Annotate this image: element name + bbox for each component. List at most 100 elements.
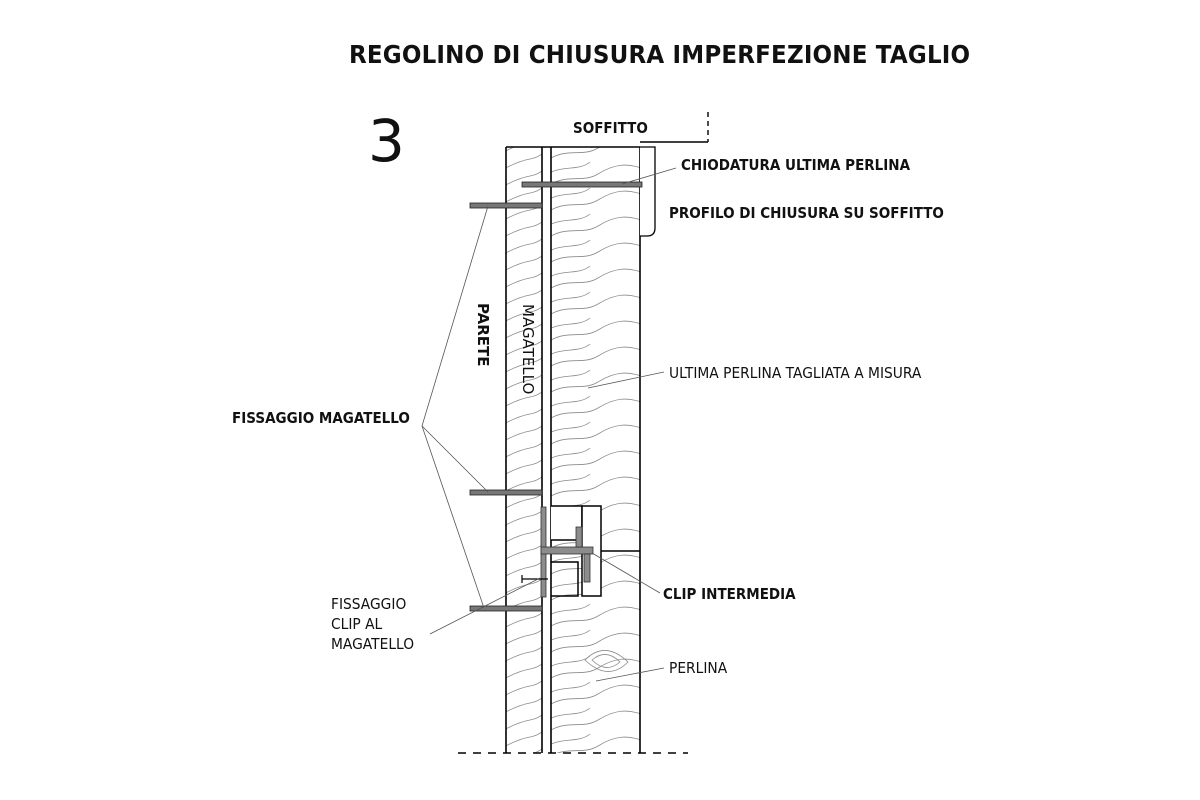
perlina-grain	[545, 147, 646, 786]
wood-grain-line	[506, 476, 542, 492]
drawing-title: REGOLINO DI CHIUSURA IMPERFEZIONE TAGLIO	[349, 40, 971, 69]
wood-grain-line	[551, 684, 640, 705]
wood-grain-line	[551, 294, 640, 315]
wood-grain-line	[506, 680, 542, 696]
screw-bottom	[469, 605, 543, 612]
wood-grain-line	[551, 632, 640, 653]
wood-grain-line	[506, 221, 542, 237]
wood-grain-line	[551, 242, 640, 263]
wood-grain-line	[506, 289, 542, 305]
wood-grain-line	[506, 147, 516, 152]
wood-grain-line	[551, 147, 601, 159]
wood-grain-line	[506, 510, 542, 526]
label-perlina: PERLINA	[669, 659, 728, 677]
last-board-nail	[521, 181, 643, 188]
leader-lines	[421, 167, 677, 682]
wood-grain-line	[506, 374, 542, 390]
magatello-grain	[500, 147, 548, 800]
wood-grain-line	[551, 707, 591, 719]
wood-grain-line	[506, 714, 542, 730]
wood-grain-line	[556, 736, 640, 753]
wood-grain-line	[506, 204, 542, 220]
wood-grain-line	[551, 603, 591, 615]
clip-nail	[521, 575, 548, 583]
wood-grain-line	[506, 646, 542, 662]
label-profilo: PROFILO DI CHIUSURA SU SOFFITTO	[669, 204, 944, 222]
wood-grain-line	[551, 476, 640, 497]
wood-grain-line	[551, 239, 591, 251]
wood-grain-line	[506, 187, 542, 203]
wood-grain-line	[545, 763, 646, 786]
screw-top	[469, 202, 543, 209]
label-chiodatura: CHIODATURA ULTIMA PERLINA	[681, 156, 911, 174]
wood-grain-line	[551, 213, 591, 225]
wood-grain-line	[551, 710, 640, 731]
wood-grain-line	[551, 317, 591, 329]
wood-grain-line	[506, 731, 542, 747]
wood-grain-line	[506, 153, 542, 169]
wood-grain-line	[551, 291, 591, 303]
wood-grain-line	[551, 369, 591, 381]
intermediate-clip	[540, 506, 594, 598]
wood-grain-line	[551, 606, 640, 627]
screw-middle	[469, 489, 543, 496]
wood-grain-line	[551, 658, 640, 679]
wood-grain-line	[506, 663, 542, 679]
wood-grain-line	[591, 654, 621, 668]
section-outlines	[505, 141, 708, 753]
wood-grain-line	[506, 306, 542, 322]
label-fissaggio-magatello: FISSAGGIO MAGATELLO	[232, 409, 410, 427]
wood-grain-line	[551, 216, 640, 237]
wood-grain-line	[584, 650, 629, 672]
label-soffitto: SOFFITTO	[573, 119, 648, 137]
wood-grain-line	[506, 442, 542, 458]
drawing-number: 3	[368, 107, 405, 175]
wood-grain-line	[551, 320, 640, 341]
wood-grain-line	[506, 697, 542, 713]
wood-grain-line	[506, 493, 542, 509]
wood-grain-line	[506, 544, 542, 560]
wood-grain-line	[500, 776, 548, 800]
wood-grain-line	[506, 527, 542, 543]
wood-grain-line	[506, 255, 542, 271]
wood-grain-line	[500, 759, 548, 783]
wood-grain-line	[551, 265, 591, 277]
label-parete: PARETE	[474, 303, 492, 367]
wood-grain-line	[551, 268, 640, 289]
label-fissaggio-clip: FISSAGGIO CLIP AL MAGATELLO	[331, 595, 415, 653]
label-magatello: MAGATELLO	[519, 304, 537, 395]
wood-grain-line	[551, 343, 591, 355]
groove-lower	[551, 561, 579, 597]
wood-grain-line	[551, 629, 591, 641]
magatello-screws	[469, 202, 543, 612]
wood-grain-line	[551, 473, 591, 485]
wood-grain-line	[551, 424, 640, 445]
wood-grain-line	[551, 733, 591, 745]
wood-grain-line	[506, 459, 542, 475]
wood-grain-line	[551, 398, 640, 419]
clip-hook-down	[583, 553, 591, 583]
wood-grain-line	[506, 425, 542, 441]
wood-grain-line	[506, 238, 542, 254]
wood-grain-line	[551, 372, 640, 393]
wood-grain-line	[551, 681, 591, 693]
wood-grain-line	[506, 357, 542, 373]
wood-grain-line	[506, 323, 542, 339]
label-clip-intermedia: CLIP INTERMEDIA	[663, 585, 796, 603]
wood-grain-line	[506, 561, 542, 577]
wood-grain-line	[551, 421, 591, 433]
wood-grain-line	[506, 408, 542, 424]
wood-grain-line	[545, 760, 590, 774]
wood-grain-line	[551, 190, 640, 211]
wood-grain-line	[551, 395, 591, 407]
wood-grain-line	[506, 629, 542, 645]
wood-grain-line	[506, 272, 542, 288]
wood-grain-line	[551, 447, 591, 459]
wood-grain-line	[506, 340, 542, 356]
closing-profile	[640, 146, 656, 237]
wood-grain-line	[506, 612, 542, 628]
wood-grain-line	[506, 578, 542, 594]
wood-grain-line	[551, 346, 640, 367]
